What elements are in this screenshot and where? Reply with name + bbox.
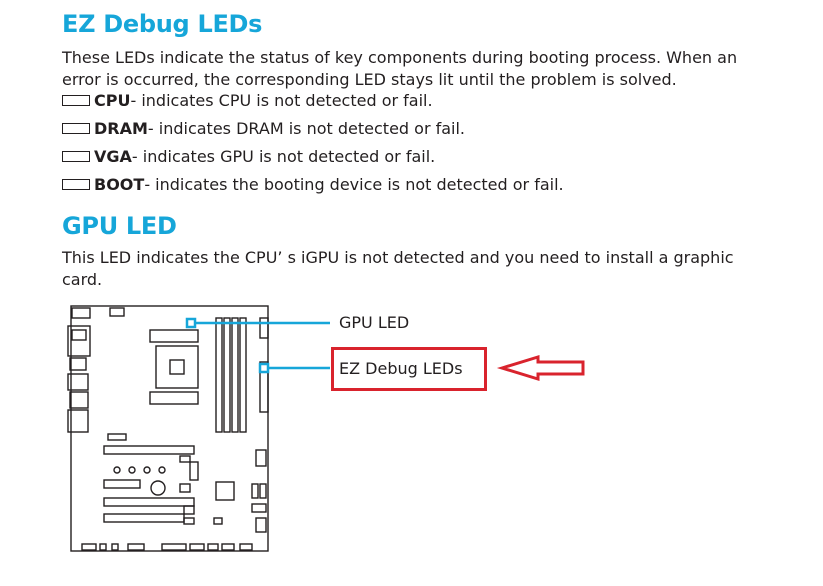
led-row-dram: DRAM - indicates DRAM is not detected or… — [62, 118, 465, 140]
led-name: CPU — [94, 91, 131, 110]
ez-debug-description-line-2: error is occurred, the corresponding LED… — [62, 70, 677, 89]
ez-debug-highlight-box — [331, 347, 487, 391]
gpu-led-marker — [185, 317, 197, 329]
led-name: DRAM — [94, 119, 148, 138]
highlight-arrow-icon — [496, 354, 585, 382]
led-name: VGA — [94, 147, 132, 166]
gpu-led-callout-label: GPU LED — [339, 313, 410, 332]
gpu-led-title: GPU LED — [62, 212, 177, 240]
led-row-cpu: CPU - indicates CPU is not detected or f… — [62, 90, 433, 112]
led-description: - indicates CPU is not detected or fail. — [130, 91, 433, 110]
led-indicator-icon — [62, 122, 90, 134]
led-indicator-icon — [62, 178, 90, 190]
cpu-socket — [155, 345, 199, 389]
ez-debug-callout-label: EZ Debug LEDs — [339, 359, 463, 378]
gpu-led-description-line-2: card. — [62, 270, 103, 289]
led-indicator-icon — [62, 150, 90, 162]
led-indicator-icon — [62, 94, 90, 106]
led-name: BOOT — [94, 175, 145, 194]
led-description: - indicates GPU is not detected or fail. — [131, 147, 436, 166]
ez-debug-leds-marker — [258, 362, 270, 374]
pcie-slot — [103, 497, 195, 507]
board-outline — [70, 305, 269, 552]
gpu-led-description-line-1: This LED indicates the CPU’ s iGPU is no… — [62, 248, 734, 267]
ez-debug-description-line-1: These LEDs indicate the status of key co… — [62, 48, 738, 67]
led-row-boot: BOOT - indicates the booting device is n… — [62, 174, 564, 196]
pcie-slot — [103, 445, 195, 455]
led-row-vga: VGA - indicates GPU is not detected or f… — [62, 146, 435, 168]
led-description: - indicates DRAM is not detected or fail… — [147, 119, 466, 138]
led-description: - indicates the booting device is not de… — [144, 175, 564, 194]
ez-debug-title: EZ Debug LEDs — [62, 10, 263, 38]
